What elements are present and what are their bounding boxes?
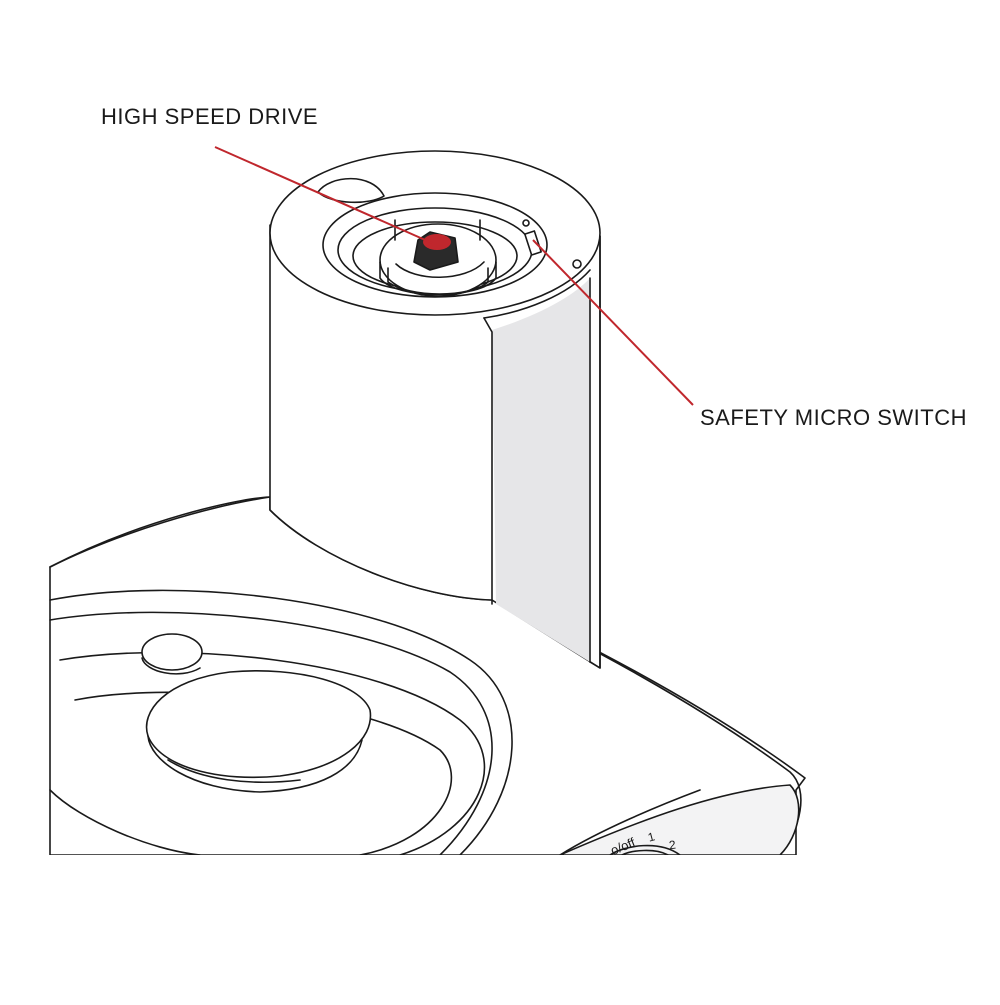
high-speed-drive-leader [214,146,433,244]
speed-dial [609,844,681,855]
base-top-edge [49,496,271,568]
dial-speed-2-label: 2 [668,837,677,853]
feed-cap [141,633,372,793]
tower-shade [492,278,590,662]
safety-micro-switch-label: SAFETY MICRO SWITCH [700,405,967,430]
safety-switch [522,219,582,269]
tower-shade-edge [483,269,591,319]
control-panel-face [559,784,800,855]
drive-coupling [379,219,497,297]
control-panel [491,599,802,855]
high-speed-drive-label: HIGH SPEED DRIVE [101,104,319,129]
safety-switch-leader [532,239,694,406]
